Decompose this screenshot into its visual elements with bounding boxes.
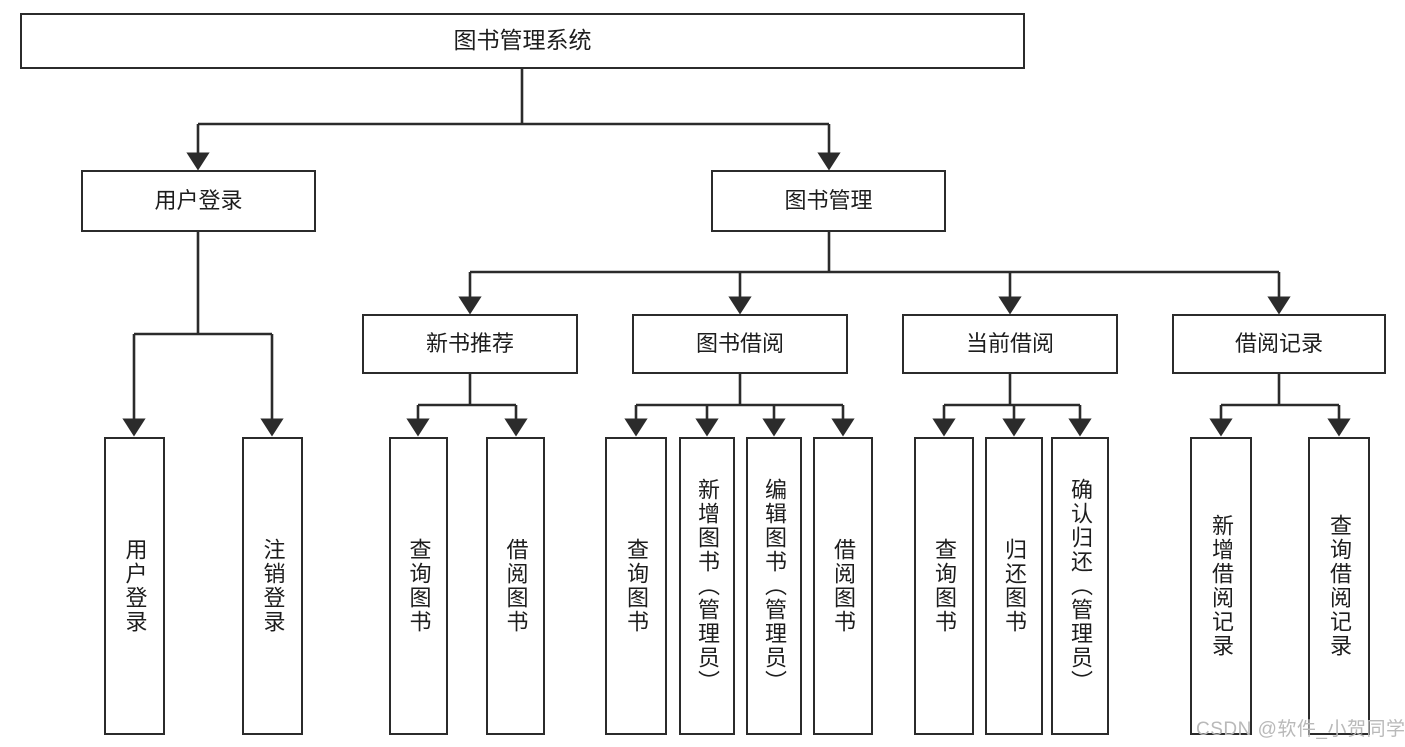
node-leaf-2[interactable]: 查询图书: [389, 437, 448, 735]
node-label: 注销登录: [260, 538, 286, 634]
node-label: 用户登录: [122, 538, 148, 634]
node-label: 确认归还（管理员）: [1067, 478, 1093, 694]
node-label: 编辑图书（管理员）: [761, 478, 787, 694]
node-label: 图书管理系统: [453, 27, 592, 54]
node-leaf-11[interactable]: 新增借阅记录: [1190, 437, 1252, 735]
node-label: 图书借阅: [695, 331, 784, 357]
node-leaf-4[interactable]: 查询图书: [605, 437, 667, 735]
node-leaf-9[interactable]: 归还图书: [985, 437, 1043, 735]
node-leaf-8[interactable]: 查询图书: [914, 437, 974, 735]
node-level3-3[interactable]: 借阅记录: [1172, 314, 1386, 374]
node-label: 新增借阅记录: [1208, 514, 1234, 658]
node-label: 查询图书: [623, 538, 649, 634]
node-leaf-10[interactable]: 确认归还（管理员）: [1051, 437, 1109, 735]
node-leaf-7[interactable]: 借阅图书: [813, 437, 873, 735]
node-label: 新书推荐: [425, 331, 514, 357]
node-label: 查询借阅记录: [1326, 514, 1352, 658]
node-leaf-3[interactable]: 借阅图书: [486, 437, 545, 735]
node-leaf-12[interactable]: 查询借阅记录: [1308, 437, 1370, 735]
node-leaf-1[interactable]: 注销登录: [242, 437, 303, 735]
node-label: 当前借阅: [965, 331, 1054, 357]
node-level2-1[interactable]: 图书管理: [711, 170, 946, 232]
node-label: 归还图书: [1001, 538, 1027, 634]
node-label: 新增图书（管理员）: [694, 478, 720, 694]
node-leaf-6[interactable]: 编辑图书（管理员）: [746, 437, 802, 735]
node-label: 查询图书: [406, 538, 432, 634]
node-level3-1[interactable]: 图书借阅: [632, 314, 848, 374]
node-root-library-management-system[interactable]: 图书管理系统: [20, 13, 1025, 69]
node-level3-2[interactable]: 当前借阅: [902, 314, 1118, 374]
node-label: 借阅记录: [1234, 331, 1323, 357]
node-label: 查询图书: [931, 538, 957, 634]
node-level3-0[interactable]: 新书推荐: [362, 314, 578, 374]
csdn-watermark: CSDN @软件_小贺同学: [1196, 719, 1405, 740]
node-level2-0[interactable]: 用户登录: [81, 170, 316, 232]
node-label: 用户登录: [154, 188, 243, 214]
node-label: 借阅图书: [830, 538, 856, 634]
node-leaf-0[interactable]: 用户登录: [104, 437, 165, 735]
node-label: 图书管理: [784, 188, 873, 214]
node-label: 借阅图书: [503, 538, 529, 634]
node-leaf-5[interactable]: 新增图书（管理员）: [679, 437, 735, 735]
